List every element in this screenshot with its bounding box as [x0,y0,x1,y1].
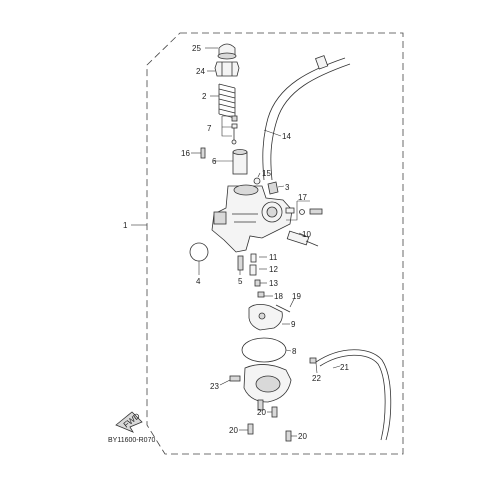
callout-labels: 25 24 2 7 14 16 6 15 3 17 1 10 4 5 11 12… [123,44,349,441]
air-screw-set [285,207,323,215]
callout-12: 12 [269,265,278,274]
throttle-valve [232,149,248,175]
callout-18: 18 [274,292,283,301]
jet-holder [254,279,261,287]
callout-9: 9 [291,320,296,329]
callout-17: 17 [298,193,307,202]
callout-15: 15 [262,169,271,178]
drain-screw [229,375,241,382]
throttle-stop-screw [267,181,279,195]
diagram-reference-code: BY11600-R070 [108,437,156,444]
callout-4: 4 [196,277,201,286]
callout-5: 5 [238,277,243,286]
float-chamber-gasket [241,337,287,363]
drain-hose-clip [309,357,317,364]
jet-needle-set [231,115,238,145]
callout-1: 1 [123,221,128,230]
carburetor-body [211,184,293,253]
callout-20c: 20 [298,432,307,441]
callout-20b: 20 [229,426,238,435]
callout-13: 13 [269,279,278,288]
callout-7: 7 [207,124,212,133]
needle-jet [250,253,257,263]
fuel-hose [262,55,351,181]
carburetor-cap [217,43,237,60]
callout-10: 10 [302,230,311,239]
forward-arrow-icon [115,411,143,433]
leader-lines [131,47,341,437]
hose-clip [253,177,261,185]
drain-hose [315,349,392,441]
callout-6: 6 [212,157,217,166]
callout-25: 25 [192,44,201,53]
callout-21: 21 [340,363,349,372]
main-jet [237,255,244,271]
float-chamber [243,364,292,411]
callout-23: 23 [210,382,219,391]
callout-2: 2 [202,92,207,101]
assembly-boundary [146,32,404,455]
starter-plunger [286,230,319,247]
callout-24: 24 [196,67,205,76]
float-pin-rod [275,304,291,313]
pilot-jet [249,264,257,276]
callout-20a: 20 [257,408,266,417]
callout-3: 3 [285,183,290,192]
forward-label: FWD [122,411,142,429]
callout-16: 16 [181,149,190,158]
callout-14: 14 [282,132,291,141]
callout-22: 22 [312,374,321,383]
callout-8: 8 [292,347,297,356]
o-ring [189,242,209,262]
float [248,304,283,331]
callout-19: 19 [292,292,301,301]
callout-11: 11 [269,253,278,262]
pilot-screw [200,147,206,159]
cap-nut [214,61,240,77]
float-pin [257,291,265,298]
throttle-spring [218,83,236,119]
